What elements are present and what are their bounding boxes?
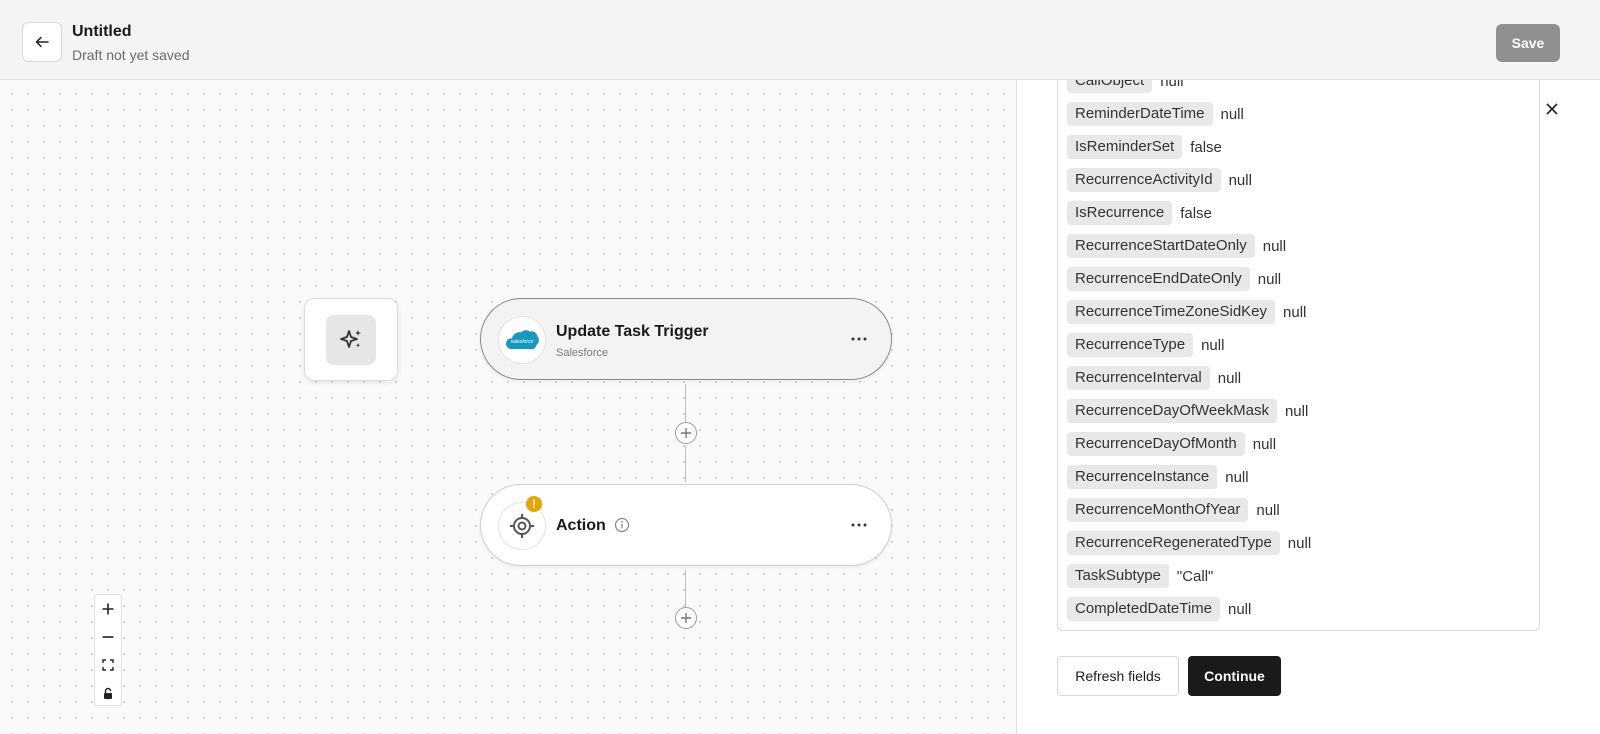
field-value: false xyxy=(1180,204,1212,222)
field-key: CompletedDateTime xyxy=(1067,597,1220,621)
field-value: null xyxy=(1256,501,1280,519)
add-step-button[interactable] xyxy=(675,607,697,629)
ai-assistant-tile xyxy=(326,314,376,365)
field-value: null xyxy=(1201,336,1225,354)
salesforce-logo-text: salesforce xyxy=(511,339,534,345)
top-bar: Untitled Draft not yet saved Save xyxy=(0,0,1600,80)
field-value: null xyxy=(1257,270,1282,288)
field-key: RecurrenceStartDateOnly xyxy=(1067,234,1255,258)
field-key: IsRecurrence xyxy=(1067,201,1173,225)
field-key: RecurrenceRegeneratedType xyxy=(1067,531,1280,555)
field-key: RecurrenceActivityId xyxy=(1067,168,1221,192)
field-value: null xyxy=(1225,468,1249,486)
field-key: RecurrenceInterval xyxy=(1067,366,1210,390)
field-key: IsReminderSet xyxy=(1067,135,1183,159)
field-row: RecurrenceInstance null xyxy=(1067,465,1249,489)
field-key: CallObject xyxy=(1067,78,1153,93)
field-row: IsRecurrence false xyxy=(1067,201,1212,225)
field-row: RecurrenceInterval null xyxy=(1067,366,1241,390)
plus-icon xyxy=(681,428,691,438)
close-icon xyxy=(1546,103,1558,115)
field-value: null xyxy=(1217,369,1242,387)
field-value: null xyxy=(1160,78,1184,90)
connector-line xyxy=(685,570,686,608)
lock-icon xyxy=(104,687,112,699)
field-row: RecurrenceType null xyxy=(1067,333,1224,357)
zoom-in-icon xyxy=(102,603,114,615)
field-key: RecurrenceType xyxy=(1067,333,1194,357)
field-value: null xyxy=(1228,171,1252,189)
field-key: RecurrenceMonthOfYear xyxy=(1067,498,1249,522)
action-node[interactable]: Action xyxy=(480,484,892,566)
page-title: Untitled xyxy=(72,23,132,40)
field-value: null xyxy=(1283,303,1307,321)
fields-list[interactable]: CallObject null ReminderDateTime null Is… xyxy=(1057,78,1540,631)
field-row: ReminderDateTime null xyxy=(1067,102,1244,126)
action-node-title: Action xyxy=(556,517,606,534)
field-row: RecurrenceActivityId null xyxy=(1067,168,1252,192)
field-row: RecurrenceStartDateOnly null xyxy=(1067,234,1286,258)
field-row: RecurrenceTimeZoneSidKey null xyxy=(1067,300,1306,324)
field-row: TaskSubtype "Call" xyxy=(1067,564,1213,588)
field-key: RecurrenceEndDateOnly xyxy=(1067,267,1250,291)
field-row: CallObject null xyxy=(1067,78,1184,93)
continue-button[interactable]: Continue xyxy=(1188,656,1281,696)
info-icon[interactable] xyxy=(614,517,630,533)
field-key: RecurrenceDayOfMonth xyxy=(1067,432,1245,456)
field-value: false xyxy=(1190,138,1222,156)
connector-line xyxy=(685,446,686,482)
trigger-node-title: Update Task Trigger xyxy=(556,323,709,340)
target-icon xyxy=(510,514,534,538)
save-button[interactable]: Save xyxy=(1496,24,1560,62)
field-value: null xyxy=(1284,402,1309,420)
refresh-fields-button[interactable]: Refresh fields xyxy=(1057,656,1179,696)
field-row: RecurrenceEndDateOnly null xyxy=(1067,267,1281,291)
trigger-node-menu-button[interactable] xyxy=(847,327,871,351)
back-button[interactable] xyxy=(22,22,62,62)
zoom-in-button[interactable] xyxy=(95,595,121,623)
more-horizontal-icon xyxy=(851,337,867,341)
draft-status: Draft not yet saved xyxy=(72,47,190,63)
field-value: null xyxy=(1220,105,1244,123)
more-horizontal-icon xyxy=(851,523,867,527)
trigger-node[interactable]: salesforce Update Task Trigger Salesforc… xyxy=(480,298,892,380)
ai-assistant-button[interactable] xyxy=(304,298,398,381)
close-panel-button[interactable] xyxy=(1541,98,1563,120)
field-row: RecurrenceRegeneratedType null xyxy=(1067,531,1311,555)
field-row: RecurrenceDayOfMonth null xyxy=(1067,432,1276,456)
action-node-menu-button[interactable] xyxy=(847,513,871,537)
field-key: RecurrenceInstance xyxy=(1067,465,1218,489)
zoom-out-icon xyxy=(102,636,114,638)
add-step-button[interactable] xyxy=(675,422,697,444)
sparkles-icon xyxy=(340,329,361,348)
fit-view-icon xyxy=(102,659,114,671)
field-key: TaskSubtype xyxy=(1067,564,1169,588)
field-row: CompletedDateTime null xyxy=(1067,597,1251,621)
field-value: null xyxy=(1262,237,1287,255)
workflow-canvas[interactable]: salesforce Update Task Trigger Salesforc… xyxy=(0,80,1016,734)
warning-badge: ! xyxy=(524,494,544,514)
field-key: RecurrenceDayOfWeekMask xyxy=(1067,399,1277,423)
connector-line xyxy=(685,384,686,424)
salesforce-cloud-icon: salesforce xyxy=(506,330,539,350)
trigger-node-subtitle: Salesforce xyxy=(556,347,608,359)
zoom-controls xyxy=(94,594,122,706)
field-row: RecurrenceDayOfWeekMask null xyxy=(1067,399,1308,423)
field-key: ReminderDateTime xyxy=(1067,102,1213,126)
field-value: "Call" xyxy=(1176,567,1214,585)
fit-view-button[interactable] xyxy=(95,651,121,679)
plus-icon xyxy=(681,613,691,623)
field-value: null xyxy=(1252,435,1277,453)
trigger-node-icon: salesforce xyxy=(498,316,546,364)
field-value: null xyxy=(1228,600,1252,618)
field-row: IsReminderSet false xyxy=(1067,135,1222,159)
zoom-out-button[interactable] xyxy=(95,623,121,651)
arrow-left-icon xyxy=(35,36,49,48)
field-row: RecurrenceMonthOfYear null xyxy=(1067,498,1280,522)
field-key: RecurrenceTimeZoneSidKey xyxy=(1067,300,1276,324)
field-value: null xyxy=(1287,534,1312,552)
lock-button[interactable] xyxy=(95,679,121,707)
